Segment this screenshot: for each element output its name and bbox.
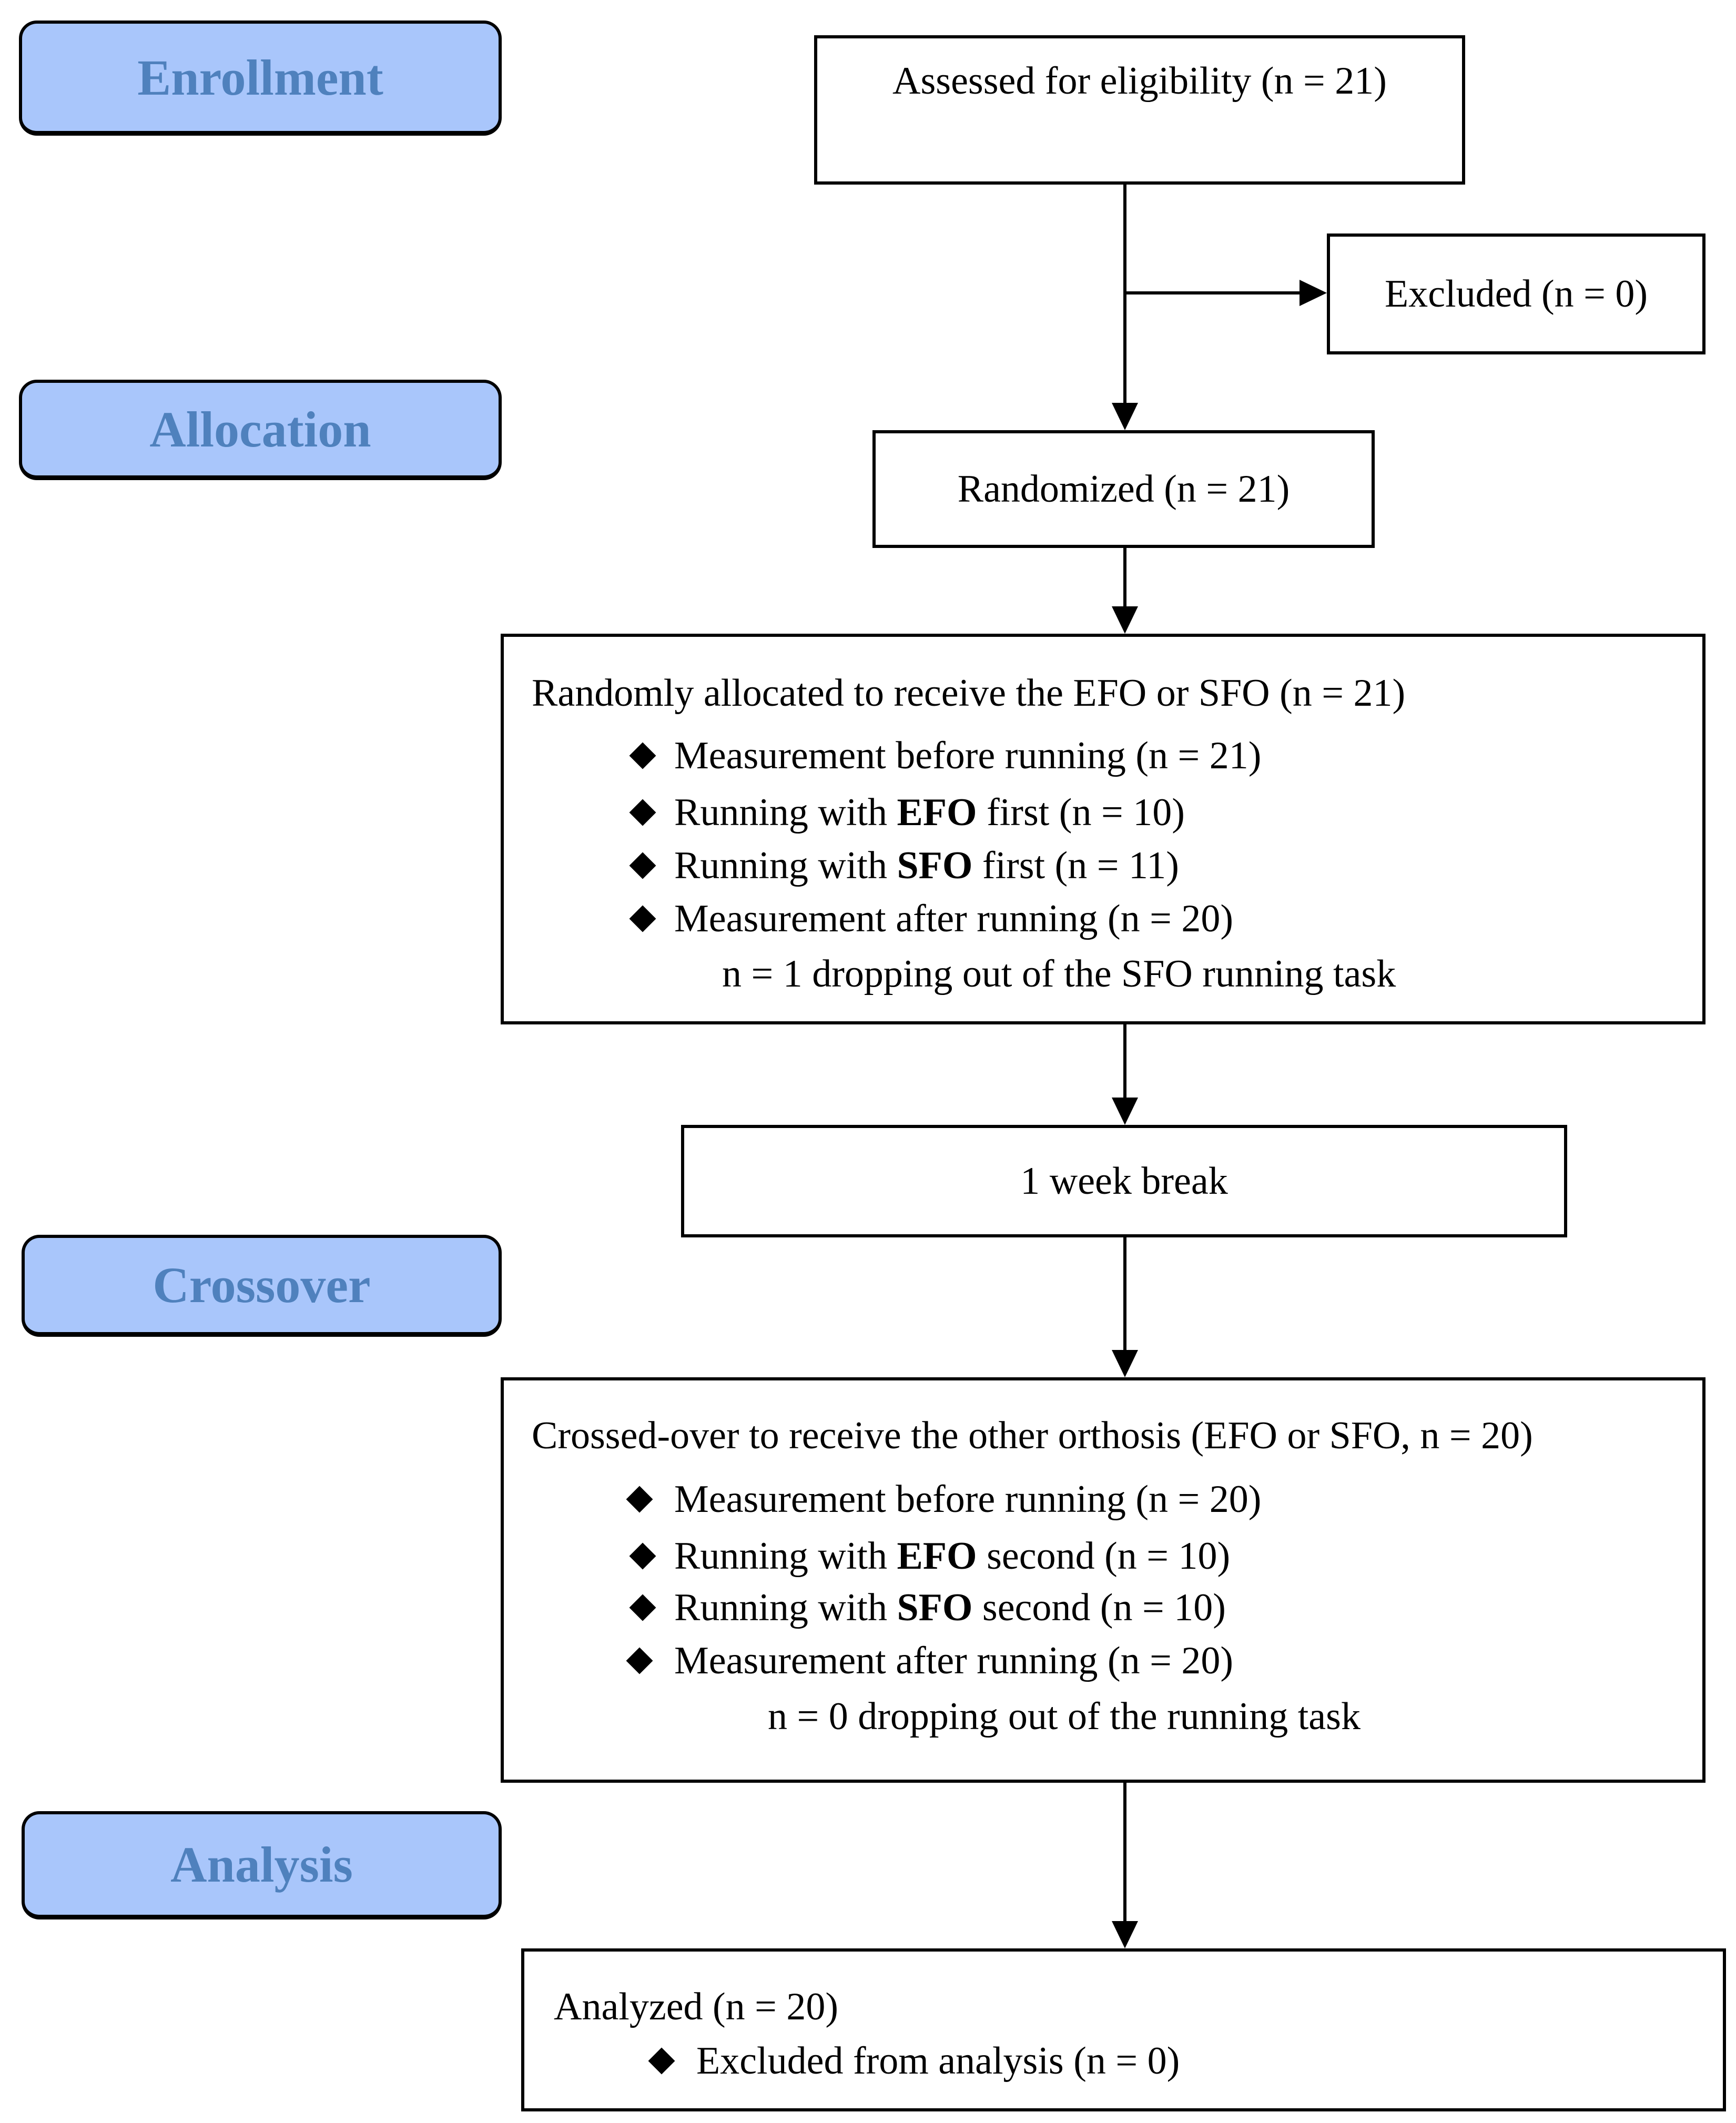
allocated-item: Measurement before running (n = 21)	[674, 734, 1262, 777]
allocated-item: Measurement after running (n = 20)	[674, 897, 1233, 940]
diamond-bullet-icon	[629, 852, 656, 879]
stage-label: Allocation	[149, 401, 371, 458]
allocated-item: Running with SFO first (n = 11)	[674, 844, 1179, 887]
allocated-heading: Randomly allocated to receive the EFO or…	[532, 672, 1406, 715]
diamond-bullet-icon	[629, 742, 656, 769]
stage-label: Enrollment	[137, 49, 383, 106]
stage-enrollment: Enrollment	[19, 21, 502, 136]
excluded-text: Excluded (n = 0)	[1385, 272, 1648, 316]
diamond-bullet-icon	[629, 799, 656, 826]
analyzed-box	[521, 1948, 1726, 2111]
stage-allocation: Allocation	[19, 380, 502, 480]
allocated-box	[501, 634, 1705, 1024]
allocated-note: n = 1 dropping out of the SFO running ta…	[722, 952, 1396, 996]
analyzed-item: Excluded from analysis (n = 0)	[696, 2039, 1180, 2083]
stage-crossover: Crossover	[22, 1235, 502, 1337]
analyzed-heading: Analyzed (n = 20)	[554, 1985, 839, 2028]
diamond-bullet-icon	[626, 1486, 653, 1513]
crossed-box	[501, 1377, 1705, 1783]
diamond-bullet-icon	[629, 1594, 656, 1621]
crossed-item: Measurement after running (n = 20)	[674, 1639, 1233, 1682]
diamond-bullet-icon	[626, 1647, 653, 1674]
diamond-bullet-icon	[629, 1542, 656, 1570]
crossed-item: Running with EFO second (n = 10)	[674, 1535, 1231, 1578]
diamond-bullet-icon	[648, 2047, 675, 2075]
diamond-bullet-icon	[629, 905, 656, 932]
stage-label: Crossover	[153, 1257, 371, 1313]
assessed-text: Assessed for eligibility (n = 21)	[892, 59, 1387, 103]
stage-analysis: Analysis	[22, 1811, 502, 1919]
crossed-item: Running with SFO second (n = 10)	[674, 1586, 1226, 1629]
stage-label: Analysis	[170, 1836, 353, 1893]
randomized-text: Randomized (n = 21)	[957, 467, 1290, 511]
break-text: 1 week break	[1020, 1159, 1228, 1203]
excluded-box: Excluded (n = 0)	[1327, 233, 1705, 354]
crossed-note: n = 0 dropping out of the running task	[768, 1695, 1361, 1738]
break-box: 1 week break	[681, 1125, 1567, 1237]
crossed-heading: Crossed-over to receive the other orthos…	[532, 1414, 1533, 1457]
assessed-box: Assessed for eligibility (n = 21)	[814, 35, 1465, 185]
randomized-box: Randomized (n = 21)	[872, 430, 1375, 548]
allocated-item: Running with EFO first (n = 10)	[674, 791, 1185, 834]
crossed-item: Measurement before running (n = 20)	[674, 1478, 1262, 1521]
